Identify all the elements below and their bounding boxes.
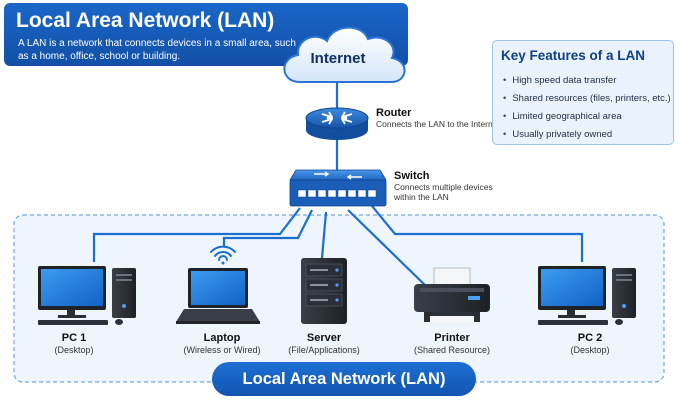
pc1-name: PC 1 [61, 332, 87, 344]
server-description: (File/Applications) [288, 345, 360, 355]
switch-icon [289, 169, 387, 207]
page-title: Local Area Network (LAN) [16, 9, 275, 32]
pc2-description: (Desktop) [570, 345, 610, 355]
lan-label-pill: Local Area Network (LAN) [212, 362, 476, 396]
pc2-name: PC 2 [577, 332, 603, 344]
pc1-desktop-icon [38, 266, 136, 325]
page-description: A LAN is a network that connects devices… [18, 38, 296, 62]
switch-description-line2: within the LAN [394, 192, 449, 202]
pc2-desktop-icon [538, 266, 636, 325]
internet-label: Internet [310, 50, 366, 67]
server-icon [301, 258, 347, 324]
feature-item: High speed data transfer [503, 72, 671, 90]
wifi-icon [210, 245, 236, 265]
switch-name: Switch [394, 170, 430, 182]
pc1-label: PC 1 (Desktop) [34, 332, 114, 355]
laptop-name: Laptop [203, 332, 241, 344]
feature-item: Shared resources (files, printers, etc.) [503, 90, 670, 108]
key-features-list: High speed data transfer Shared resource… [503, 72, 671, 144]
key-features-title: Key Features of a LAN [501, 48, 646, 63]
router-name: Router [376, 107, 412, 119]
pc1-description: (Desktop) [54, 345, 94, 355]
internet-cloud-icon [283, 26, 406, 84]
router-description: Connects the LAN to the Internet [376, 119, 500, 129]
connection-lines [92, 52, 584, 291]
printer-icon [414, 267, 490, 322]
feature-item: Limited geographical area [503, 108, 671, 126]
switch-description-line1: Connects multiple devices [394, 182, 493, 192]
printer-description: (Shared Resource) [413, 345, 491, 355]
laptop-icon [176, 268, 260, 324]
server-label: Server (File/Applications) [274, 332, 374, 355]
pc2-label: PC 2 (Desktop) [550, 332, 630, 355]
key-features-panel: Key Features of a LAN High speed data tr… [492, 40, 674, 145]
feature-item: Usually privately owned [503, 126, 671, 144]
router-label: Router Connects the LAN to the Internet [376, 107, 500, 129]
switch-label: Switch Connects multiple devices within … [394, 170, 493, 202]
router-icon [305, 107, 369, 140]
printer-name: Printer [434, 332, 470, 344]
laptop-label: Laptop (Wireless or Wired) [162, 332, 282, 355]
printer-label: Printer (Shared Resource) [402, 332, 502, 355]
server-name: Server [306, 332, 342, 344]
laptop-description: (Wireless or Wired) [183, 345, 261, 355]
